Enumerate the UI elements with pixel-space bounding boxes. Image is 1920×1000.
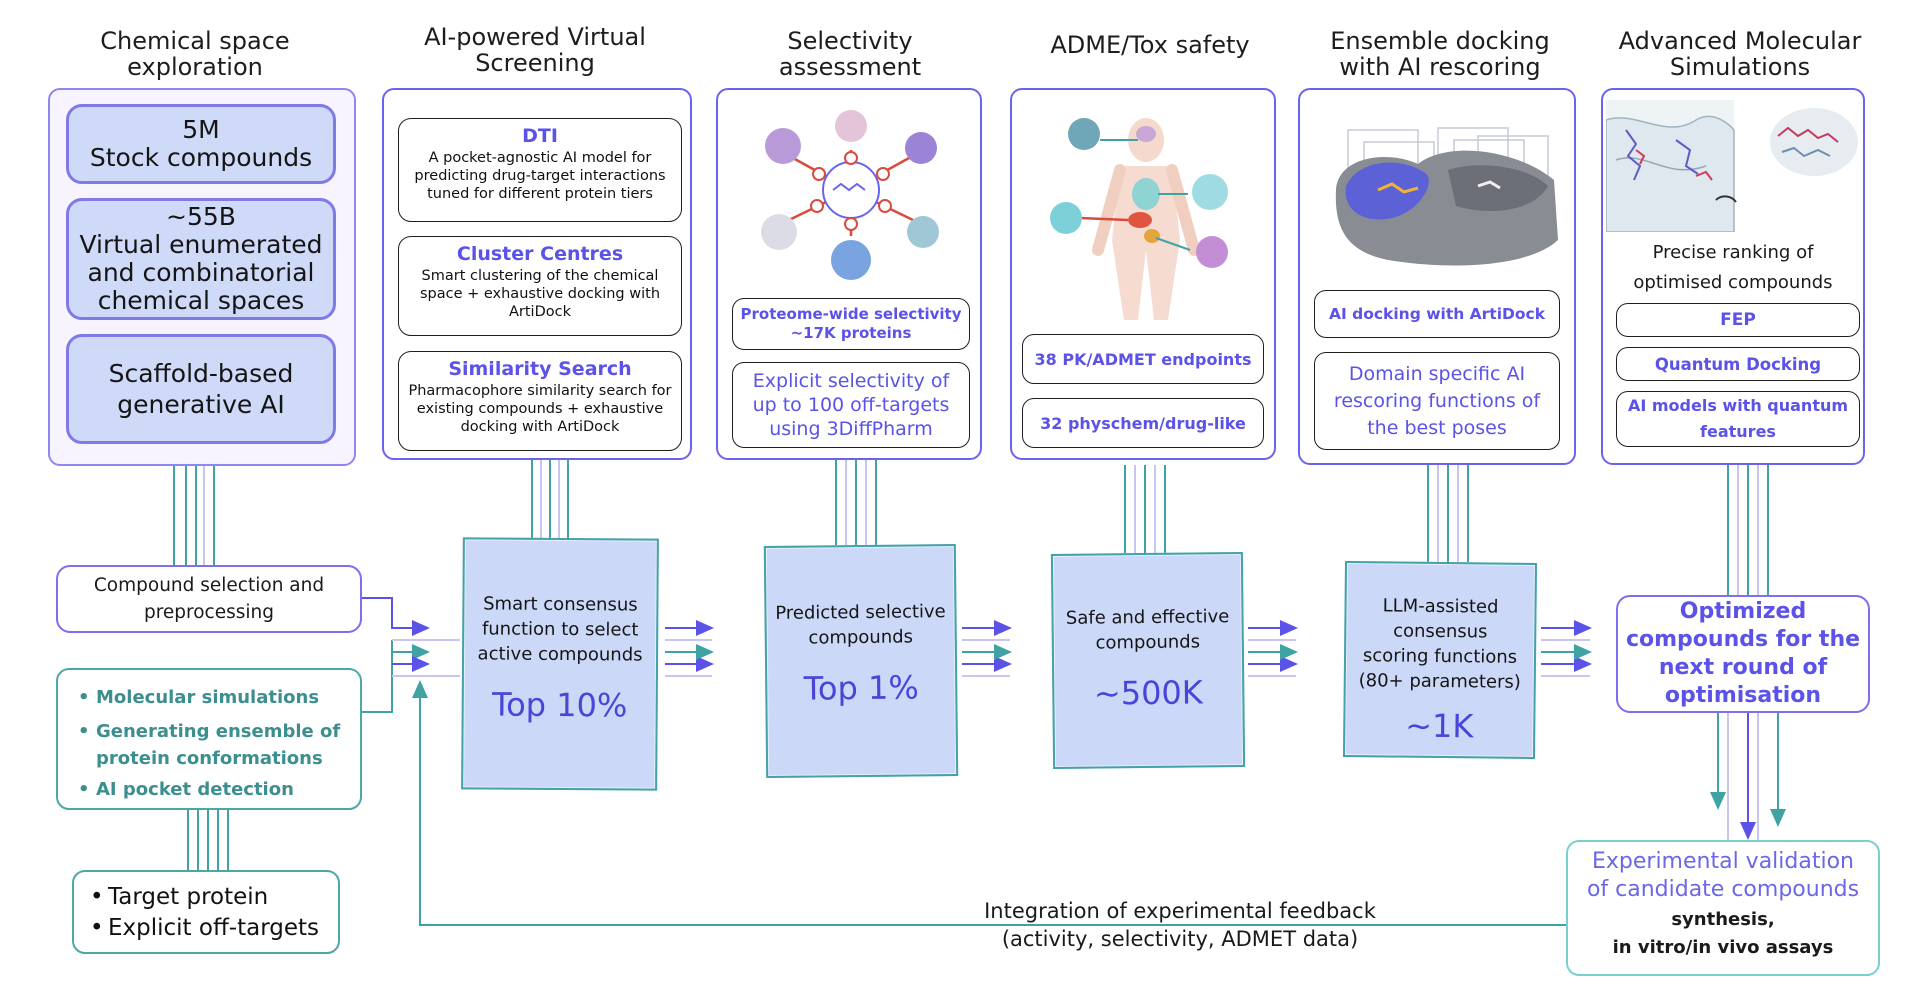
column-title-adme-tox: ADME/Tox safety	[1050, 31, 1250, 59]
virtual-spaces-box: ~55B Virtual enumerated and combinatoria…	[66, 198, 336, 320]
generative-ai-box: Scaffold-based generative AI	[66, 334, 336, 444]
stage-safe-effective-value: ~500K	[1093, 673, 1203, 713]
generative-ai-text: Scaffold-based generative AI	[108, 359, 294, 419]
similarity-search-box: Similarity Search Pharmacophore similari…	[398, 351, 682, 451]
similarity-search-description: Pharmacophore similarity search for exis…	[408, 383, 672, 435]
method-item: AI pocket detection	[74, 776, 352, 803]
ai-docking-text: AI docking with ArtiDock	[1328, 305, 1546, 323]
fep-text: FEP	[1720, 310, 1756, 330]
ai-rescoring-box: Domain specific AI rescoring functions o…	[1314, 352, 1560, 450]
stage-llm-scoring-value: ~1K	[1405, 706, 1474, 746]
column-title-virtual-screening: AI-powered Virtual Screening	[424, 23, 646, 77]
experimental-validation-sub: synthesis, in vitro/in vivo assays	[1612, 909, 1834, 958]
proteome-selectivity-text: Proteome-wide selectivity ~17K proteins	[740, 305, 962, 342]
dti-title: DTI	[522, 125, 558, 147]
stage-predicted-selective-text: Predicted selective compounds	[775, 601, 946, 649]
experimental-validation-title: Experimental validation of candidate com…	[1586, 849, 1860, 902]
body-organs-illustration	[1050, 118, 1228, 320]
method-item: Generating ensemble of protein conformat…	[74, 718, 352, 772]
docking-pocket-illustration	[1335, 127, 1558, 266]
stage-smart-consensus: Smart consensus function to select activ…	[461, 537, 659, 791]
molecular-simulation-illustration	[1606, 100, 1858, 232]
explicit-selectivity-text: Explicit selectivity of up to 100 off-ta…	[752, 370, 950, 440]
pk-admet-text: 38 PK/ADMET endpoints	[1034, 349, 1252, 369]
ai-quantum-box: AI models with quantum features	[1616, 391, 1860, 447]
quantum-docking-box: Quantum Docking	[1616, 347, 1860, 381]
stage-safe-effective: Safe and effective compounds ~500K	[1050, 552, 1246, 769]
stage-llm-scoring-text: LLM-assisted consensus scoring functions…	[1358, 595, 1521, 693]
fep-box: FEP	[1616, 303, 1860, 337]
selectivity-network-illustration	[761, 110, 939, 280]
target-item: Explicit off-targets	[86, 913, 330, 944]
stage-llm-scoring: LLM-assisted consensus scoring functions…	[1342, 561, 1538, 759]
cluster-centres-title: Cluster Centres	[456, 243, 624, 265]
stage-smart-consensus-text: Smart consensus function to select activ…	[477, 593, 643, 666]
ai-docking-box: AI docking with ArtiDock	[1314, 290, 1560, 338]
column-title-chemical-space: Chemical space exploration	[100, 27, 290, 81]
quantum-docking-text: Quantum Docking	[1654, 354, 1822, 374]
feedback-caption: Integration of experimental feedback (ac…	[984, 899, 1376, 951]
stage-safe-effective-text: Safe and effective compounds	[1065, 606, 1230, 654]
method-item: Molecular simulations	[74, 684, 352, 711]
ai-rescoring-text: Domain specific AI rescoring functions o…	[1333, 362, 1541, 439]
stage-predicted-selective-value: Top 1%	[803, 668, 919, 708]
stage-smart-consensus-value: Top 10%	[491, 685, 628, 725]
targets-box: Target protein Explicit off-targets	[72, 870, 340, 954]
preprocessing-methods-list: Molecular simulations Generating ensembl…	[74, 684, 352, 803]
precise-ranking-text: Precise ranking of optimised compounds	[1633, 242, 1833, 293]
compound-selection-box: Compound selection and preprocessing	[56, 565, 362, 633]
compound-selection-text: Compound selection and preprocessing	[93, 575, 325, 623]
proteome-selectivity-box: Proteome-wide selectivity ~17K proteins	[732, 298, 970, 350]
cluster-centres-description: Smart clustering of the chemical space +…	[419, 268, 661, 320]
optimized-compounds-box: Optimized compounds for the next round o…	[1616, 595, 1870, 713]
ai-quantum-text: AI models with quantum features	[1627, 396, 1849, 441]
physchem-box: 32 physchem/drug-like	[1022, 398, 1264, 448]
stock-compounds-box: 5M Stock compounds	[66, 104, 336, 184]
column-title-ensemble-docking: Ensemble docking with AI rescoring	[1330, 27, 1550, 81]
similarity-search-title: Similarity Search	[448, 358, 632, 380]
dti-description: A pocket-agnostic AI model for predictin…	[414, 150, 666, 202]
pk-admet-box: 38 PK/ADMET endpoints	[1022, 334, 1264, 384]
cluster-centres-box: Cluster Centres Smart clustering of the …	[398, 236, 682, 336]
column-title-selectivity: Selectivity assessment	[778, 27, 922, 81]
dti-box: DTI A pocket-agnostic AI model for predi…	[398, 118, 682, 222]
column-title-molecular-simulations: Advanced Molecular Simulations	[1618, 27, 1862, 81]
stock-compounds-text: 5M Stock compounds	[89, 115, 313, 172]
target-item: Target protein	[86, 882, 330, 913]
physchem-text: 32 physchem/drug-like	[1040, 413, 1246, 433]
targets-list: Target protein Explicit off-targets	[86, 882, 330, 944]
experimental-validation-box: Experimental validation of candidate com…	[1566, 840, 1880, 976]
preprocessing-methods-box: Molecular simulations Generating ensembl…	[56, 668, 362, 810]
explicit-selectivity-box: Explicit selectivity of up to 100 off-ta…	[732, 362, 970, 448]
optimized-compounds-text: Optimized compounds for the next round o…	[1625, 599, 1861, 708]
stage-predicted-selective: Predicted selective compounds Top 1%	[763, 544, 959, 778]
virtual-spaces-text: ~55B Virtual enumerated and combinatoria…	[79, 202, 323, 315]
